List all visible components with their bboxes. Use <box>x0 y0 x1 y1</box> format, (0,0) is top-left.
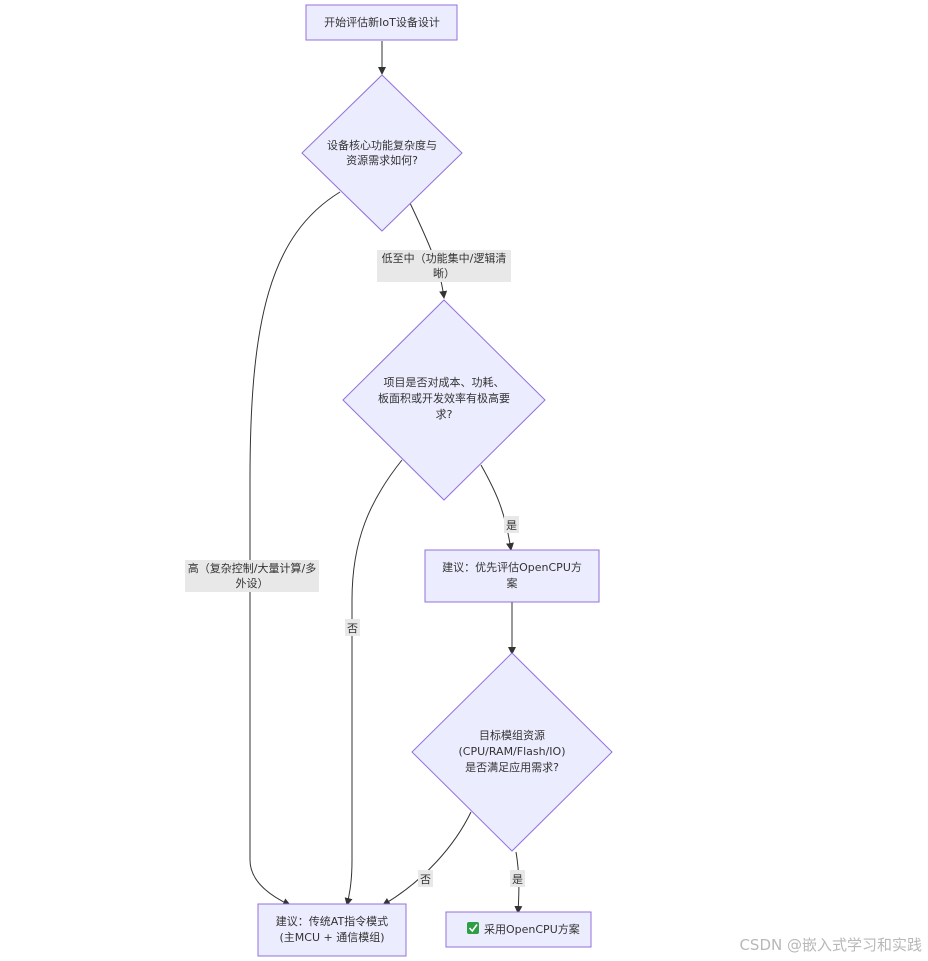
node-cost-line-3: 求? <box>436 408 453 421</box>
edge-cost-to-suggest <box>480 464 514 551</box>
node-complexity-decision: 设备核心功能复杂度与 资源需求如何? <box>301 74 463 232</box>
edge-label-yes-res: 是 <box>510 870 525 887</box>
edge-resources-to-at-mode <box>382 811 472 906</box>
edge-label-high-line-2: 外设） <box>236 577 269 590</box>
edge-label-no-res-text: 否 <box>420 873 431 886</box>
edge-label-no-res: 否 <box>418 870 433 887</box>
node-at-mode: 建议：传统AT指令模式 (主MCU + 通信模组) <box>257 903 407 957</box>
edge-label-yes-res-text: 是 <box>512 873 523 886</box>
node-cost-line-1: 项目是否对成本、功耗、 <box>384 375 505 389</box>
edge-label-yes-cost: 是 <box>504 516 519 533</box>
watermark: CSDN @嵌入式学习和实践 <box>739 936 922 954</box>
node-complexity-line-1: 设备核心功能复杂度与 <box>327 138 437 152</box>
node-start: 开始评估新IoT设备设计 <box>305 4 458 41</box>
edge-complexity-to-at-mode <box>249 191 341 906</box>
check-mark-icon <box>467 922 479 934</box>
node-resources-line-1: 目标模组资源 <box>479 728 545 742</box>
edge-label-high: 高（复杂控制/大量计算/多 外设） <box>185 560 319 592</box>
node-at-mode-line-2: (主MCU + 通信模组) <box>279 930 384 944</box>
edge-label-low: 低至中（功能集中/逻辑清 晰） <box>377 250 511 282</box>
node-suggest-line-1: 建议：优先评估OpenCPU方 <box>442 560 582 574</box>
edges <box>249 41 523 914</box>
node-cost-line-2: 板面积或开发效率有极高要 <box>378 391 510 405</box>
node-cost-decision: 项目是否对成本、功耗、 板面积或开发效率有极高要 求? <box>342 299 546 501</box>
edge-label-low-line-2: 晰） <box>433 267 455 280</box>
node-adopt-opencpu: 采用OpenCPU方案 <box>445 911 592 948</box>
node-start-text: 开始评估新IoT设备设计 <box>324 15 440 29</box>
node-resources-line-2: (CPU/RAM/Flash/IO) <box>458 745 565 758</box>
edge-label-high-line-1: 高（复杂控制/大量计算/多 <box>188 561 316 575</box>
node-at-mode-line-1: 建议：传统AT指令模式 <box>276 914 388 928</box>
node-resources-line-3: 是否满足应用需求? <box>465 760 559 774</box>
node-resources-decision: 目标模组资源 (CPU/RAM/Flash/IO) 是否满足应用需求? <box>411 652 613 852</box>
edge-label-low-line-1: 低至中（功能集中/逻辑清 <box>382 251 507 265</box>
edge-label-no-cost: 否 <box>345 619 360 636</box>
node-adopt-text: 采用OpenCPU方案 <box>484 922 580 936</box>
edge-label-yes-cost-text: 是 <box>506 519 517 532</box>
node-complexity-line-2: 资源需求如何? <box>346 153 418 167</box>
node-suggest-opencpu: 建议：优先评估OpenCPU方 案 <box>424 549 600 603</box>
node-suggest-line-2: 案 <box>507 576 518 590</box>
edge-cost-to-at-mode <box>344 459 403 906</box>
edge-label-no-cost-text: 否 <box>347 622 358 635</box>
